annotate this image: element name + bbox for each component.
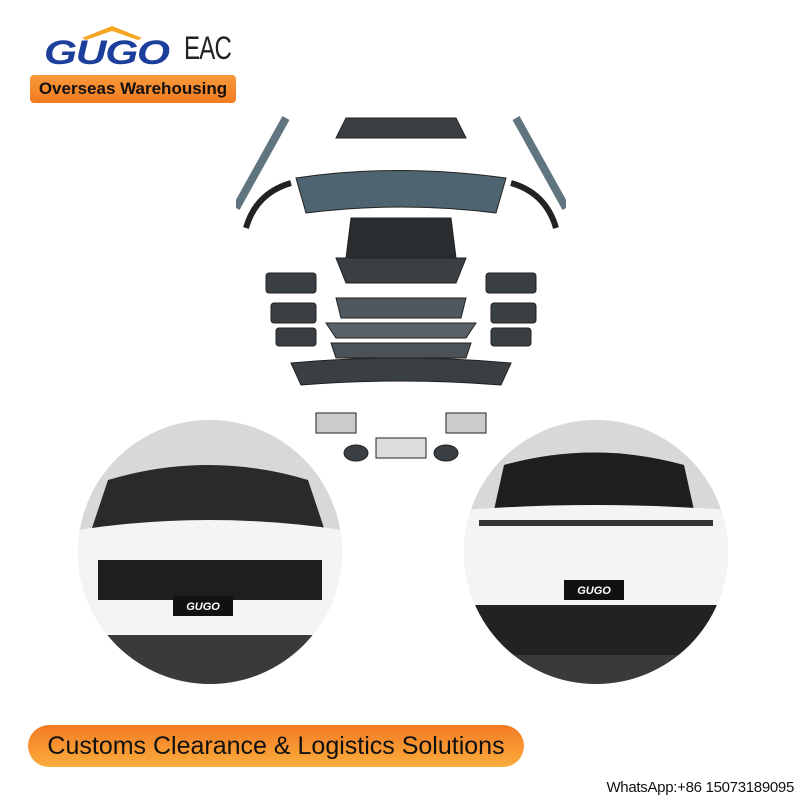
vent-right2-part xyxy=(490,302,537,324)
fender-flare-left-part xyxy=(243,180,292,229)
front-bumper-part xyxy=(335,257,467,284)
rear-diffuser-part xyxy=(335,117,467,139)
eac-certification-mark: EAC xyxy=(184,30,232,66)
front-plate-text: GUGO xyxy=(186,601,220,613)
fender-flare-right-part xyxy=(510,180,559,229)
vent-left2-part xyxy=(270,302,317,324)
roof-spoiler-part xyxy=(295,170,507,214)
front-grille-part xyxy=(345,217,457,259)
vent-right-part xyxy=(485,272,537,294)
rear-plate-text: GUGO xyxy=(577,585,611,597)
exhaust-tip-left-part xyxy=(343,444,369,462)
front-car-photo: GUGO xyxy=(78,420,342,684)
lip-part xyxy=(325,322,477,339)
skirt-part xyxy=(330,342,472,359)
customs-logistics-badge: Customs Clearance & Logistics Solutions xyxy=(28,725,524,767)
exhaust-pipe-right-part xyxy=(445,412,487,434)
bracket-part xyxy=(375,437,427,459)
logo-roof-icon xyxy=(82,26,142,40)
side-skirt-left-part xyxy=(236,116,290,210)
vent-left3-part xyxy=(275,327,317,347)
lower-lip-part xyxy=(335,297,467,319)
rear-bumper-lower-part xyxy=(290,357,512,386)
rear-car-photo: GUGO xyxy=(464,420,728,684)
side-skirt-right-part xyxy=(512,116,566,210)
brand-logo xyxy=(42,24,142,74)
overseas-warehousing-badge: Overseas Warehousing xyxy=(30,75,236,103)
brand-logo-text: GUGO xyxy=(44,34,170,72)
exhaust-pipe-left-part xyxy=(315,412,357,434)
whatsapp-contact: WhatsApp:+86 15073189095 xyxy=(606,779,794,796)
vent-left-part xyxy=(265,272,317,294)
body-kit-parts-image xyxy=(236,116,566,462)
vent-right3-part xyxy=(490,327,532,347)
exhaust-tip-right-part xyxy=(433,444,459,462)
